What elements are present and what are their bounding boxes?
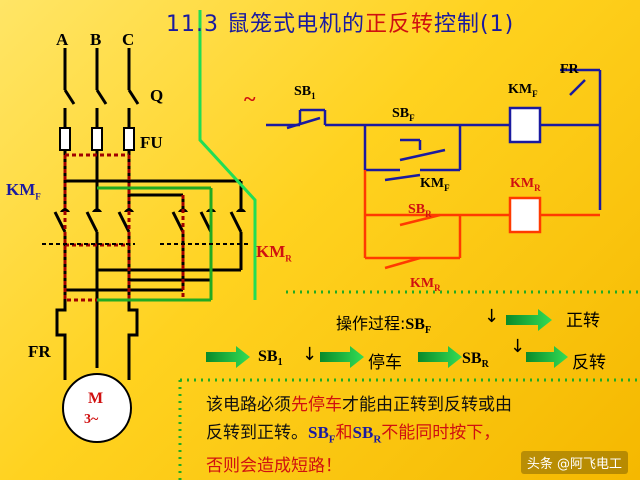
sb1-step: SB1 [258, 348, 283, 369]
down-arrow-2: ↓ [302, 344, 318, 365]
title-prefix: 11.3 鼠笼式电机的 [166, 12, 365, 37]
kmr-coil-label: KMR [510, 176, 541, 193]
note-paragraph: 该电路必须先停车才能由正转到反转或由 反转到正转。SBF和SBR不能同时按下， … [206, 395, 512, 477]
forward-label: 正转 [566, 311, 600, 331]
kmf-aux-label: KMF [420, 176, 450, 193]
kmr-main-label: KMR [256, 242, 292, 264]
sbr-label: SBR [408, 202, 432, 219]
title-suffix: 控制(1) [434, 12, 515, 37]
fr-contact-label: FR [560, 62, 579, 77]
motor-spec: 3~ [84, 412, 99, 427]
phase-c-label: C [122, 30, 135, 49]
phase-b-label: B [90, 30, 102, 49]
overload-label: FR [28, 342, 51, 361]
down-arrow-3: ↓ [510, 336, 526, 357]
control-circuit-forward [266, 68, 602, 210]
reverse-label: 反转 [572, 353, 606, 373]
fuse-label: FU [140, 133, 163, 152]
down-arrow-1: ↓ [484, 306, 500, 327]
motor-name: M [88, 390, 104, 407]
kmr-aux-label: KMR [410, 276, 441, 293]
sb1-label: SB1 [294, 84, 316, 101]
contact-arcs [60, 208, 246, 212]
kmf-main-label: KMF [6, 180, 41, 202]
sbr-step: SBR [462, 350, 489, 371]
sbf-label: SBF [392, 106, 415, 123]
phase-a-label: A [56, 30, 69, 49]
forward-current-path [63, 153, 131, 300]
stop-label: 停车 [368, 353, 402, 373]
breaker-label: Q [150, 86, 164, 105]
title-highlight: 正反转 [364, 12, 434, 37]
reverse-current-path [65, 195, 185, 302]
supply-symbol: ~ [244, 86, 256, 111]
kmf-coil-label: KMF [508, 82, 538, 99]
watermark: 头条 @阿飞电工 [520, 451, 628, 474]
control-circuit-reverse [363, 170, 600, 270]
divider-line [198, 10, 257, 300]
operation-label: 操作过程:SBF [336, 314, 432, 337]
page-title: 11.3 鼠笼式电机的正反转控制(1) [166, 6, 514, 38]
